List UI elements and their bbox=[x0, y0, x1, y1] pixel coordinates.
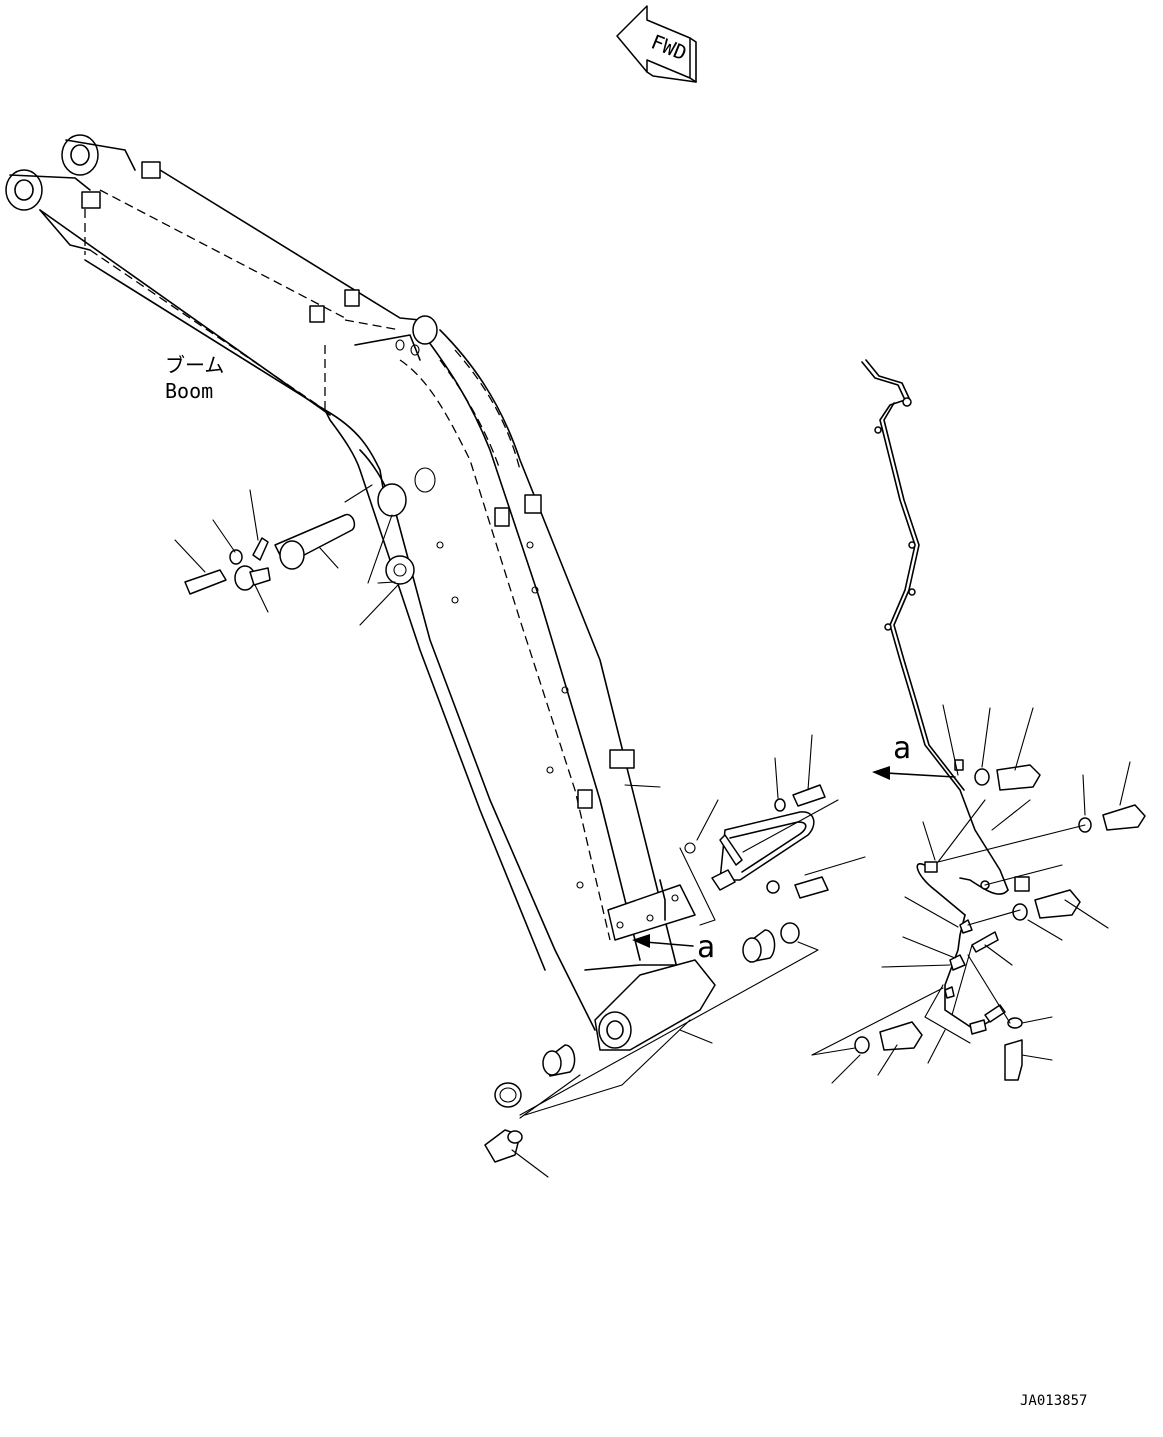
drawing-id: JA013857 bbox=[1020, 1393, 1087, 1409]
boom-pin-assembly bbox=[184, 513, 415, 595]
hose-assembly bbox=[861, 359, 1030, 1035]
boom-body bbox=[5, 134, 716, 1051]
right-fasteners bbox=[811, 704, 1146, 1084]
ref-arrow-upper: a bbox=[872, 731, 956, 780]
step-handle bbox=[624, 734, 866, 926]
ref-mark-lower: a bbox=[697, 930, 715, 965]
fwd-arrow-icon: FWD bbox=[616, 5, 697, 83]
leader-lines-left bbox=[174, 484, 399, 626]
ref-mark-upper: a bbox=[893, 731, 911, 766]
boom-label-en: Boom bbox=[165, 379, 213, 403]
boom-label-jp: ブーム bbox=[165, 353, 224, 377]
ref-arrow-lower: a bbox=[632, 930, 715, 965]
lower-bushings bbox=[484, 922, 819, 1178]
